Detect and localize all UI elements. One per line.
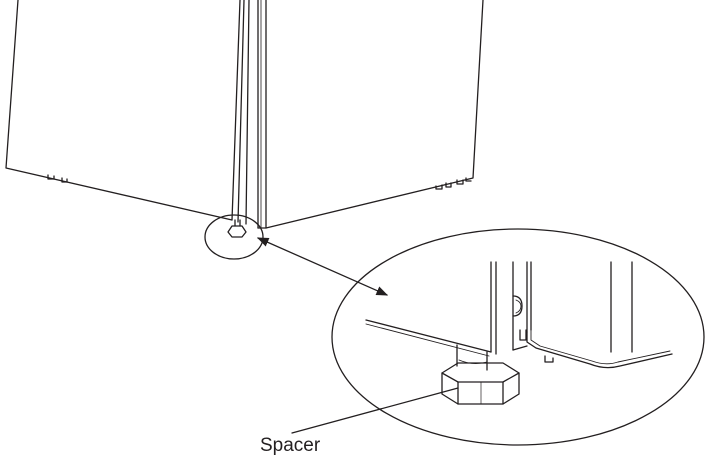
zoom-detail-cabinet	[365, 261, 673, 371]
hinge-knob	[512, 295, 523, 317]
cabinet-small-foot-left	[47, 174, 55, 180]
spacer-top	[441, 362, 520, 383]
appliance-cabinet	[5, 0, 484, 238]
spacer-leader-line	[291, 387, 459, 434]
cabinet-small-foot-left-2	[61, 177, 68, 183]
spacer-part	[441, 362, 520, 405]
zoom-source-circle	[204, 214, 264, 260]
cabinet-left-panel	[5, 0, 233, 221]
door-seam-line-2	[237, 0, 245, 223]
zoom-arrow	[256, 237, 389, 296]
zoom-detail-ellipse	[331, 228, 705, 446]
spacer-callout-label: Spacer	[260, 435, 321, 456]
door-seam-line-3	[245, 0, 250, 225]
door-seam-line	[231, 0, 241, 221]
cabinet-right-panel	[265, 0, 484, 229]
spacer-body	[441, 372, 520, 405]
cabinet-small-foot-right	[435, 184, 443, 190]
front-leveling-foot	[227, 219, 247, 238]
